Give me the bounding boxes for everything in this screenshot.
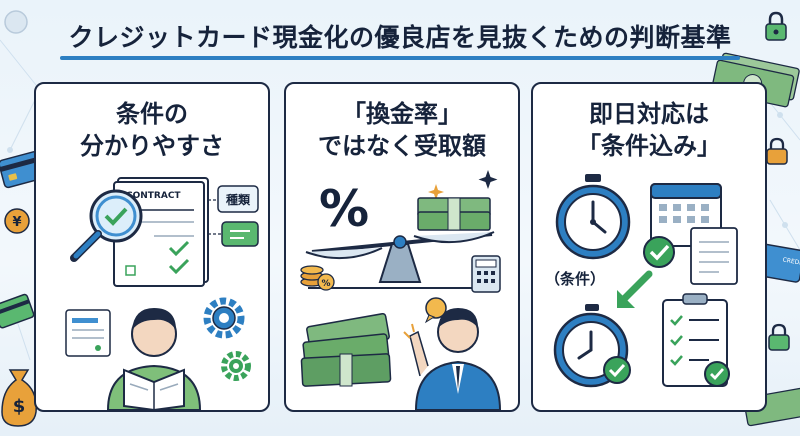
speech-bubble-icon: [424, 297, 447, 324]
card-title: 即日対応は 「条件込み」: [533, 98, 765, 162]
card-title-line2: 分かりやすさ: [80, 132, 224, 160]
yen-coin-icon: ¥: [4, 208, 30, 234]
checklist-clipboard-icon: [662, 293, 730, 387]
check-circle-icon: [643, 236, 675, 268]
same-day-illustration: （条件）: [545, 174, 738, 388]
clarity-illustration: CONTRACT 種類: [65, 177, 259, 410]
credit-label: CREDIT: [782, 257, 800, 268]
card-title: 「換金率」 ではなく受取額: [286, 98, 518, 162]
card-title-line1: 「換金率」: [342, 100, 462, 128]
lock-icon: [765, 11, 787, 41]
gear-icon: [203, 297, 245, 339]
stopwatch-icon: [555, 174, 631, 260]
criteria-card-same-day: 即日対応は 「条件込み」: [531, 82, 767, 412]
document-icon: [690, 227, 738, 285]
dollar-coin-icon: [4, 10, 28, 34]
cash-stack-icon: [417, 197, 491, 231]
coins-icon: %: [300, 265, 335, 291]
businessman-icon: [403, 308, 502, 410]
stopwatch-icon-bottom: [553, 304, 631, 388]
person-reading-icon: [106, 308, 202, 410]
green-card-icon: [0, 293, 34, 329]
tag-label: 種類: [226, 192, 251, 207]
yen-symbol: ¥: [12, 215, 21, 230]
contract-label: CONTRACT: [126, 191, 181, 201]
magnifier-icon: [70, 189, 143, 262]
card-title: 条件の 分かりやすさ: [36, 98, 268, 162]
balance-scale-icon: [305, 231, 496, 289]
arrow-down-left-icon: [617, 270, 653, 308]
dollar-symbol: $: [13, 396, 26, 417]
criteria-card-received-amount: 「換金率」 ではなく受取額 %: [284, 82, 520, 412]
category-tag-icon: 種類: [208, 185, 259, 247]
card-title-line1: 条件の: [116, 100, 188, 128]
received-amount-illustration: % %: [300, 170, 502, 410]
condition-label: （条件）: [545, 270, 605, 288]
page-title: クレジットカード現金化の優良店を見抜くための判断基準: [68, 23, 732, 52]
calculator-icon: [471, 255, 501, 293]
coin-percent-label: %: [321, 279, 330, 289]
criteria-card-clarity: 条件の 分かりやすさ CONTRACT 種類: [34, 82, 270, 412]
lock-icon-green: [768, 323, 790, 351]
percent-symbol: %: [319, 180, 369, 238]
memo-document-icon: [65, 309, 111, 357]
card-title-line2: 「条件込み」: [577, 132, 721, 160]
card-title-line2: ではなく受取額: [318, 132, 486, 160]
card-title-line1: 即日対応は: [589, 100, 709, 128]
money-pile-icon: [300, 312, 392, 387]
gear-icon-small: [221, 351, 251, 381]
sparkle-icon: [428, 170, 498, 200]
lock-icon-orange: [766, 137, 788, 165]
title-underline: [60, 56, 740, 60]
